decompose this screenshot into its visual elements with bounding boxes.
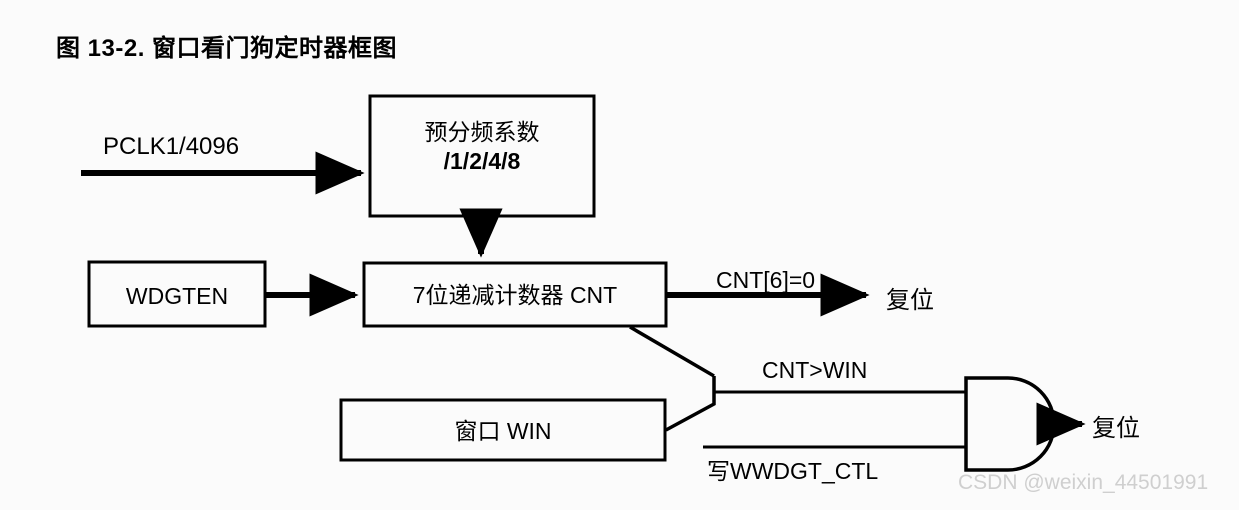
and-gate-shape (964, 376, 1056, 472)
wdgten-box (87, 260, 267, 328)
prescaler-box (368, 94, 596, 218)
wdgten-label: WDGTEN (125, 283, 229, 309)
figure-title: 图 13-2. 窗口看门狗定时器框图 (56, 35, 398, 62)
window-box (339, 398, 667, 462)
prescaler-label-line2: /1/2/4/8 (443, 147, 521, 174)
counter-zero-label: CNT[6]=0 (716, 267, 816, 293)
write-ctl-label: 写WWDGT_CTL (707, 458, 879, 484)
watermark: CSDN @weixin_44501991 (958, 471, 1209, 494)
prescaler-label: 预分频系数 /1/2/4/8 (370, 118, 594, 176)
clock-input-label: PCLK1/4096 (103, 133, 240, 160)
cnt-gt-win-label: CNT>WIN (762, 357, 868, 383)
comparator-shape (665, 376, 716, 432)
counter-to-comparator-wire (629, 325, 715, 378)
counter-label: 7位递减计数器 CNT (412, 282, 618, 308)
prescaler-label-line1: 预分频系数 (424, 119, 540, 145)
reset-from-counter-label: 复位 (886, 287, 934, 314)
reset-from-gate-label: 复位 (1092, 415, 1140, 442)
window-label: 窗口 WIN (454, 418, 552, 444)
counter-box (362, 261, 668, 328)
